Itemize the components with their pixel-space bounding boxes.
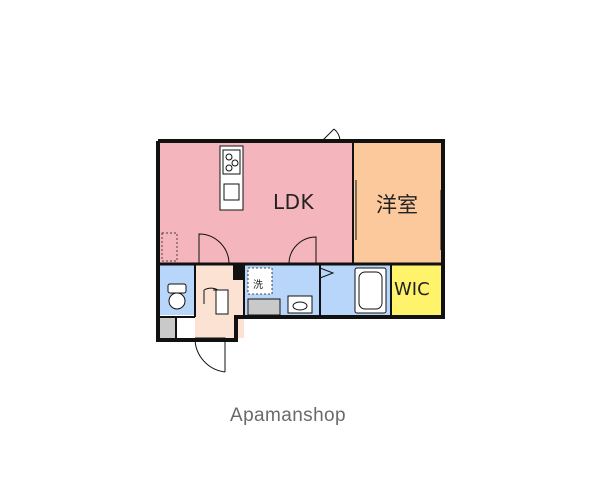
- ldk-room: [160, 143, 353, 264]
- bathtub-icon: [354, 267, 387, 314]
- bedroom-room: [353, 143, 441, 264]
- bath-door: [319, 267, 335, 279]
- bedroom-label: 洋室: [376, 193, 418, 217]
- washing-machine-space: [247, 267, 273, 295]
- wic-room: [391, 265, 441, 315]
- wic-label: WIC: [394, 279, 430, 300]
- entrance-hall-door: [198, 233, 230, 265]
- kitchen-sink-icon: [223, 183, 240, 201]
- shoe-cabinet-icon: [215, 289, 229, 315]
- watermark-logo: Apamanshop: [230, 405, 346, 426]
- storage-closet: [160, 316, 175, 338]
- washbasin-icon: [287, 295, 313, 314]
- balcony-door: [321, 128, 341, 142]
- outer-wall: [156, 139, 445, 342]
- walls: [156, 139, 445, 342]
- stove-icon: [222, 149, 241, 175]
- front-door: [194, 337, 226, 373]
- laundry-counter: [247, 298, 281, 316]
- structural-column: [233, 264, 245, 280]
- washroom-door: [288, 236, 317, 265]
- toilet-icon: [167, 283, 187, 310]
- ldk-label: LDK: [273, 190, 315, 214]
- kitchen-counter: [219, 145, 244, 211]
- windows: [355, 180, 442, 250]
- washer-label: 洗: [253, 280, 263, 291]
- refrigerator-space: [161, 232, 178, 262]
